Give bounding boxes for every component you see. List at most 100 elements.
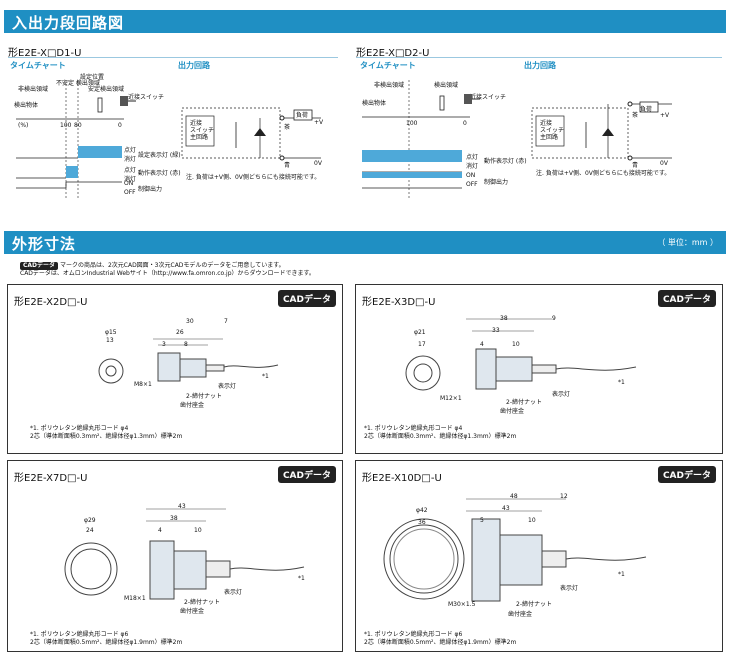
cad-badge[interactable]: CADデータ: [277, 466, 336, 483]
io-right-timing-title: タイムチャート: [360, 61, 416, 70]
circuit-blue: 青: [632, 162, 639, 169]
circuit-load: 負荷: [296, 112, 309, 119]
panel-x10d: 形E2E-X10D□-U CADデータ φ42 36 48 43 12 5 10…: [355, 460, 723, 652]
circuit-plus: +V: [660, 112, 670, 119]
cad-notice-line2: CADデータは、オムロンIndustrial Webサイト（http://www…: [20, 270, 315, 277]
drawing-x7d: [64, 508, 305, 600]
circuit-zero: 0V: [660, 160, 668, 167]
dim-a: 48: [510, 493, 518, 500]
circuit-blue: 青: [284, 162, 291, 169]
cad-badge[interactable]: CADデータ: [277, 290, 336, 307]
label-washer: 歯付座金: [500, 408, 525, 415]
circuit-note: 注. 負荷は+V側、0V側どちらにも接続可能です。: [536, 170, 671, 177]
label-ind2: 動作表示灯 (赤): [138, 170, 181, 177]
label-100: 100: [406, 120, 418, 127]
label-star: *1: [618, 379, 625, 386]
timing-graphic: [362, 80, 480, 200]
label-detect: 検出領域: [434, 82, 459, 89]
note-line1: *1. ポリウレタン絶縁丸形コード φ4: [364, 425, 463, 432]
dim-a: 38: [500, 315, 508, 322]
panel-note: *1. ポリウレタン絶縁丸形コード φ4 2芯（導体断面積0.3mm²、絶縁体径…: [364, 425, 516, 441]
label-non-detect: 非検出領域: [18, 86, 49, 93]
panel-note: *1. ポリウレタン絶縁丸形コード φ4 2芯（導体断面積0.3mm²、絶縁体径…: [30, 425, 182, 441]
circuit-main: 近接 スイッチ 主回路: [190, 120, 215, 141]
label-washer: 歯付座金: [180, 608, 205, 615]
circuit-brown: 茶: [632, 112, 639, 119]
circuit-note: 注. 負荷は+V側、0V側どちらにも接続可能です。: [186, 174, 321, 181]
label-off2: OFF: [466, 181, 478, 188]
cad-badge[interactable]: CADデータ: [657, 466, 716, 483]
note-line2: 2芯（導体断面積0.5mm²、絶縁体径φ1.9mm）標準2m: [30, 639, 183, 646]
label-object: 検出物体: [362, 100, 387, 107]
label-0: 0: [463, 120, 467, 127]
dim-thread: M8×1: [134, 381, 152, 388]
note-line2: 2芯（導体断面積0.3mm²、絶縁体径φ1.3mm）標準2m: [30, 433, 183, 440]
io-section-title: 入出力段回路図: [12, 14, 125, 32]
label-object: 検出物体: [14, 102, 39, 109]
dim-d1: φ21: [414, 329, 426, 336]
dim-b: 43: [502, 505, 510, 512]
dim-f: 8: [184, 341, 188, 348]
cad-tag: CADデータ: [20, 262, 59, 270]
dim-d2: 36: [418, 519, 426, 526]
divider: [356, 57, 722, 58]
dim-b: 26: [176, 329, 184, 336]
dim-section-header: 外形寸法 （ 単位：mm ）: [4, 231, 726, 254]
io-left-model: 形E2E-X□D1-U: [8, 48, 82, 59]
dim-d2: 17: [418, 341, 426, 348]
note-line1: *1. ポリウレタン絶縁丸形コード φ4: [30, 425, 129, 432]
circuit-zero: 0V: [314, 160, 322, 167]
label-set-position: 設定位置: [80, 74, 105, 81]
label-non-detect: 非検出領域: [374, 82, 405, 89]
dim-c: 9: [552, 315, 556, 322]
label-ind: 動作表示灯 (赤): [484, 158, 527, 165]
label-0: 0: [118, 122, 122, 129]
dim-e: 5: [480, 517, 484, 524]
label-unstable: 不安定 検出領域: [56, 80, 100, 87]
dim-a: 43: [178, 503, 186, 510]
cad-badge[interactable]: CADデータ: [657, 290, 716, 307]
cad-notice: CADデータ マークの商品は、2次元CAD図面・3次元CADモデルのデータをご用…: [20, 262, 315, 278]
io-section-header: 入出力段回路図: [4, 10, 726, 33]
label-off3: OFF: [124, 189, 136, 196]
panel-model: 形E2E-X3D□-U: [362, 297, 436, 308]
label-off1: 消灯: [466, 163, 479, 170]
dim-e: 4: [480, 341, 484, 348]
dim-e: 4: [158, 527, 162, 534]
label-stable: 安定検出領域: [88, 86, 125, 93]
label-star: *1: [262, 373, 269, 380]
dim-b: 33: [492, 327, 500, 334]
dim-b: 38: [170, 515, 178, 522]
dim-thread: M30×1.5: [448, 601, 476, 608]
panel-model: 形E2E-X2D□-U: [14, 297, 88, 308]
circuit-plus: +V: [314, 119, 324, 126]
label-pct: (%): [18, 122, 29, 129]
drawing-x10d: [383, 498, 647, 602]
label-ctrl: 制御出力: [138, 186, 163, 193]
dim-d1: φ42: [416, 507, 428, 514]
circuit-load: 負荷: [640, 106, 653, 113]
dim-a: 30: [186, 318, 194, 325]
label-on1: 点灯: [466, 154, 479, 161]
label-indicator: 表示灯: [552, 391, 571, 398]
label-ind1: 設定表示灯 (緑): [138, 152, 181, 159]
label-on1: 点灯: [124, 147, 137, 154]
label-on2: ON: [466, 172, 476, 179]
dim-d2: 24: [86, 527, 94, 534]
label-star: *1: [618, 571, 625, 578]
cad-notice-line1: マークの商品は、2次元CAD図面・3次元CADモデルのデータをご用意しています。: [59, 262, 285, 269]
dim-c: 7: [224, 318, 228, 325]
dim-thread: M12×1: [440, 395, 462, 402]
panel-x7d: 形E2E-X7D□-U CADデータ φ29 24 43 38 4 10 M18…: [7, 460, 343, 652]
dim-c: 12: [560, 493, 568, 500]
dim-d1: φ29: [84, 517, 96, 524]
label-nut: 2-締付ナット: [516, 601, 552, 608]
label-on2: 点灯: [124, 167, 137, 174]
label-off1: 消灯: [124, 156, 137, 163]
divider: [8, 57, 338, 58]
dim-f: 10: [194, 527, 202, 534]
timing-graphic: [16, 80, 136, 200]
circuit-graphic: [531, 101, 672, 161]
label-nut: 2-締付ナット: [186, 393, 222, 400]
label-off2: 消灯: [124, 176, 137, 183]
